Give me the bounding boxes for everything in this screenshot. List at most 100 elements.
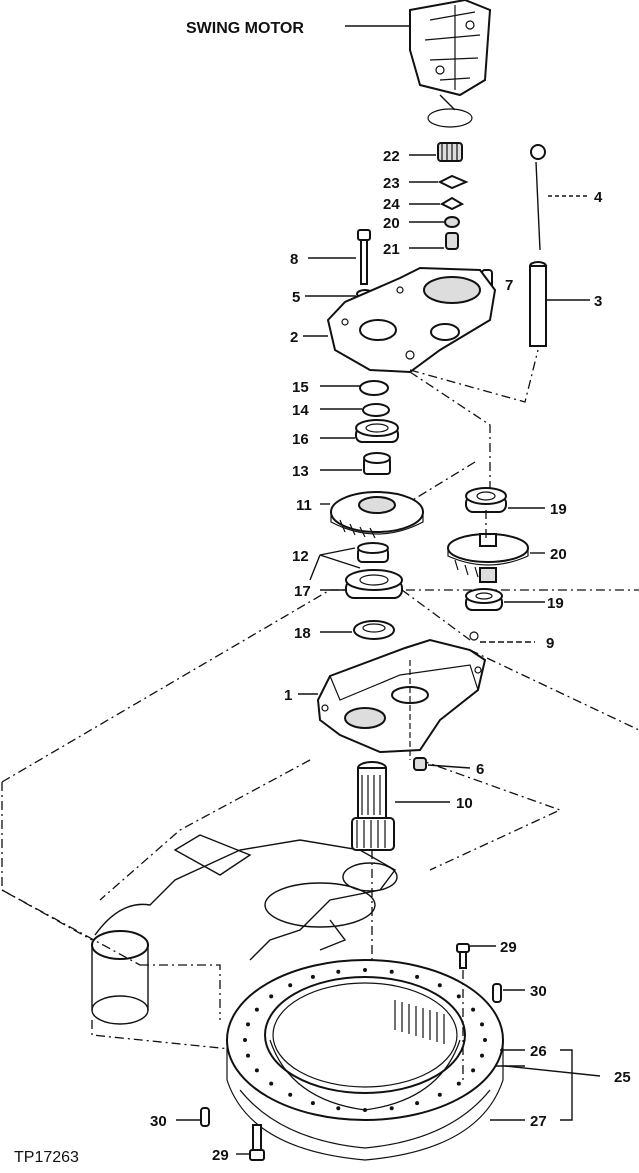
callout-20: 20 (550, 546, 567, 563)
callout-3: 3 (594, 293, 602, 310)
gear-case-cover-2 (326, 266, 497, 374)
bolt-hole (254, 1068, 259, 1073)
gear-case-housing-1 (316, 638, 487, 760)
callout-2: 2 (290, 329, 298, 346)
callout-29-lower: 29 (212, 1147, 229, 1164)
bolt-hole (310, 974, 315, 979)
bolt-22 (445, 232, 459, 250)
bolt-hole (363, 968, 367, 972)
callout-23: 22 (383, 148, 400, 165)
pinion-23 (437, 142, 463, 162)
bolt-hole (243, 1038, 247, 1042)
bolt-8 (357, 229, 371, 285)
dowel-30-lower (200, 1107, 210, 1127)
swing-bearing-26 (226, 959, 504, 1161)
callout-13: 13 (292, 463, 309, 480)
bolt-hole (246, 1053, 250, 1058)
callout-12: 12 (292, 548, 309, 565)
callout-17: 17 (294, 583, 311, 600)
callout-16: 16 (292, 431, 309, 448)
bolt-hole (437, 983, 442, 988)
bolt-hole (480, 1022, 484, 1027)
bolt-hole (269, 1081, 274, 1086)
callout-22: 21 (383, 241, 400, 258)
bearing-19-lower (465, 588, 503, 611)
bolt-hole (389, 969, 394, 974)
callout-30-lower: 30 (150, 1113, 167, 1130)
bearing-19-upper (465, 487, 507, 513)
callout-1: 1 (284, 687, 292, 704)
callout-29-upper: 29 (500, 939, 517, 956)
bolt-hole (415, 1101, 420, 1106)
gear-11 (330, 491, 424, 539)
bolt-hole (480, 1053, 484, 1058)
o-ring-seal (427, 108, 473, 128)
bolt-hole (389, 1106, 394, 1111)
bolt-hole (471, 1007, 476, 1012)
callout-8: 8 (290, 251, 298, 268)
collar-13 (363, 452, 391, 475)
callout-14: 14 (292, 402, 309, 419)
callout-28: 27 (530, 1113, 547, 1130)
callout-9: 9 (546, 635, 554, 652)
plate-24 (437, 174, 469, 190)
plug-9 (469, 631, 479, 641)
callout-30-upper: 30 (530, 983, 547, 1000)
dipstick-4 (530, 144, 546, 251)
bolt-hole (310, 1101, 315, 1106)
callout-labels: 22 23 24 20 21 4 3 8 5 7 2 15 14 16 13 1… (150, 148, 631, 1164)
bolt-hole (456, 1081, 461, 1086)
bolt-hole (456, 994, 461, 999)
bolt-29-lower (249, 1124, 265, 1161)
bolt-hole (336, 1106, 341, 1111)
internal-teeth (394, 1000, 445, 1044)
bolt-hole (483, 1038, 487, 1042)
bolt-29-upper (456, 943, 470, 969)
leader-lines (176, 25, 601, 1155)
callout-11: 11 (296, 497, 312, 514)
callout-24: 23 (383, 175, 400, 192)
callout-18: 18 (294, 625, 311, 642)
bolt-hole (471, 1068, 476, 1073)
ring-15 (359, 380, 389, 396)
callout-27: 26 (530, 1043, 547, 1060)
bolt-hole (288, 1092, 293, 1097)
callout-10: 10 (456, 795, 473, 812)
bolt-hole (415, 974, 420, 979)
callout-15: 15 (292, 379, 309, 396)
bolt-hole (336, 969, 341, 974)
centerline-a (409, 349, 539, 403)
callout-21: 20 (383, 215, 400, 232)
callout-25: 24 (383, 196, 400, 213)
seal-18 (353, 620, 395, 640)
bolt-6 (413, 757, 427, 771)
bearing-bolt-holes (243, 968, 487, 1112)
callout-4: 4 (594, 189, 603, 206)
callout-26: 25 (614, 1069, 631, 1086)
tube-3 (529, 261, 547, 347)
callout-7: 7 (505, 277, 513, 294)
callout-19-lower: 19 (547, 595, 564, 612)
callout-6: 6 (476, 761, 484, 778)
callout-19-upper: 19 (550, 501, 567, 518)
bolt-hole (246, 1022, 250, 1027)
bearing-12 (357, 542, 389, 563)
diagram-title: SWING MOTOR (186, 20, 304, 37)
bolt-hole (254, 1007, 259, 1012)
pinion-shaft-10 (351, 761, 395, 851)
figure-id: TP17263 (14, 1149, 79, 1166)
callout-5: 5 (292, 289, 300, 306)
nut-21 (444, 216, 460, 228)
snap-ring-14 (362, 403, 390, 417)
washer-25 (439, 196, 465, 211)
bearing-17 (345, 569, 403, 599)
bolt-hole (363, 1108, 367, 1112)
centerline-d (401, 589, 471, 641)
gear-20 (447, 533, 529, 583)
bolt-hole (437, 1092, 442, 1097)
dowel-30-upper (492, 983, 502, 1003)
frame-outline (1, 589, 639, 1051)
swing-motor (409, 0, 492, 111)
bolt-hole (269, 994, 274, 999)
